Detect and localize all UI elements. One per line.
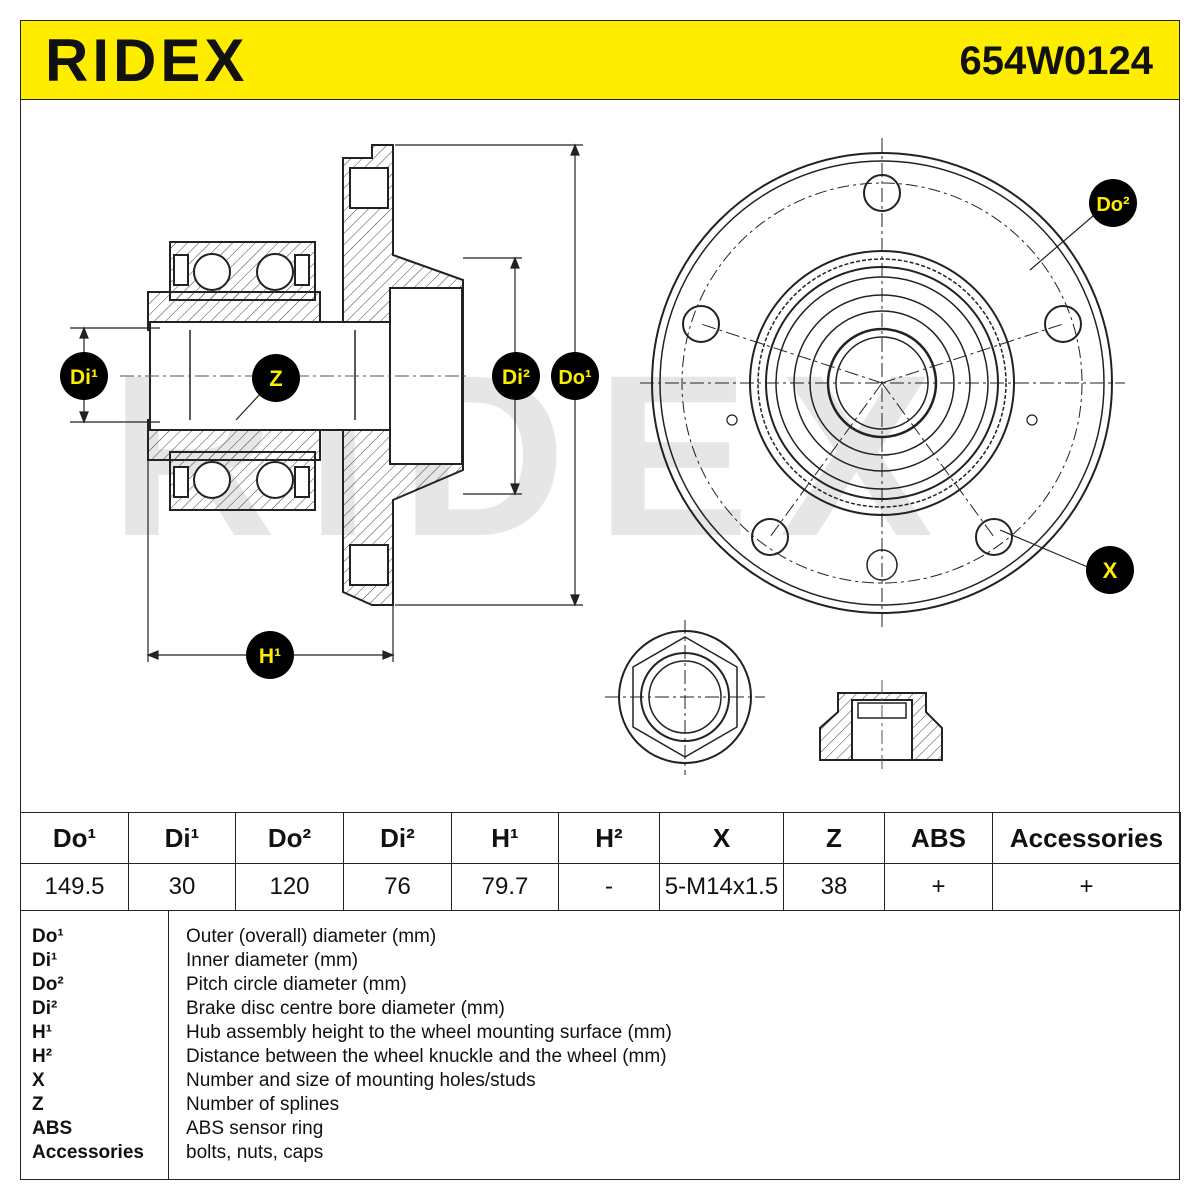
svg-text:Di¹: Di¹ [70, 366, 98, 389]
legend-key: Di² [32, 998, 58, 1019]
legend-desc: Inner diameter (mm) [186, 950, 359, 971]
legend-divider [168, 911, 169, 1180]
legend-desc: Brake disc centre bore diameter (mm) [186, 998, 505, 1019]
spec-header: ABS [884, 812, 993, 864]
label-do2: Do² [1089, 179, 1137, 227]
di1-dimension [70, 326, 160, 424]
svg-text:X: X [1103, 558, 1118, 583]
spec-header: H² [558, 812, 660, 864]
spec-header: H¹ [451, 812, 559, 864]
part-number: 654W0124 [959, 39, 1153, 83]
spec-header: Z [783, 812, 885, 864]
legend-desc: Distance between the wheel knuckle and t… [186, 1046, 667, 1067]
legend-row: Accessories bolts, nuts, caps [20, 1141, 1180, 1165]
legend-key: Do² [32, 974, 64, 995]
spec-value: 120 [235, 863, 344, 911]
spec-header: Accessories [992, 812, 1181, 864]
svg-text:Do²: Do² [1096, 194, 1130, 216]
legend-row: Z Number of splines [20, 1093, 1180, 1117]
spec-value: 38 [783, 863, 885, 911]
spec-header: X [659, 812, 784, 864]
nut-front-view [605, 620, 765, 775]
legend-key: ABS [32, 1118, 73, 1139]
spec-value: + [992, 863, 1181, 911]
legend-row: Do² Pitch circle diameter (mm) [20, 973, 1180, 997]
spec-header: Do¹ [20, 812, 129, 864]
spec-header: Di² [343, 812, 452, 864]
legend-desc: Pitch circle diameter (mm) [186, 974, 407, 995]
svg-text:Z: Z [269, 366, 282, 391]
specs-value-row: 149.5 30 120 76 79.7 - 5-M14x1.5 38 + + [20, 863, 1181, 911]
legend-row: H¹ Hub assembly height to the wheel moun… [20, 1021, 1180, 1045]
label-z: Z [252, 354, 300, 402]
spec-value: 76 [343, 863, 452, 911]
header-bar: RIDEX 654W0124 [20, 20, 1180, 100]
legend-panel: Do¹ Outer (overall) diameter (mm) Di¹ In… [20, 910, 1180, 1180]
legend-desc: Outer (overall) diameter (mm) [186, 926, 437, 947]
legend-key: H¹ [32, 1022, 53, 1043]
spec-header: Di¹ [128, 812, 236, 864]
legend-desc: Number of splines [186, 1094, 340, 1115]
legend-desc: bolts, nuts, caps [186, 1142, 324, 1163]
legend-desc: ABS sensor ring [186, 1118, 324, 1139]
spec-value: - [558, 863, 660, 911]
spec-value: 79.7 [451, 863, 559, 911]
label-x: X [1086, 546, 1134, 594]
legend-key: Z [32, 1094, 44, 1115]
label-di2: Di² [492, 352, 540, 400]
legend-key: X [32, 1070, 45, 1091]
spec-value: 30 [128, 863, 236, 911]
technical-drawing: RIDEX [60, 138, 1137, 775]
label-di1: Di¹ [60, 352, 108, 400]
hub-front-view [640, 138, 1125, 628]
legend-row: H² Distance between the wheel knuckle an… [20, 1045, 1180, 1069]
legend-key: H² [32, 1046, 53, 1067]
legend-key: Do¹ [32, 926, 64, 947]
legend-row: Di¹ Inner diameter (mm) [20, 949, 1180, 973]
svg-text:H¹: H¹ [259, 645, 281, 668]
legend-key: Di¹ [32, 950, 58, 971]
spec-value: + [884, 863, 993, 911]
specs-table: Do¹ Di¹ Do² Di² H¹ H² X Z ABS Accessorie… [20, 812, 1181, 911]
specs-header-row: Do¹ Di¹ Do² Di² H¹ H² X Z ABS Accessorie… [20, 812, 1181, 864]
legend-row: Di² Brake disc centre bore diameter (mm) [20, 997, 1180, 1021]
legend-desc: Number and size of mounting holes/studs [186, 1070, 536, 1091]
legend-key: Accessories [32, 1142, 144, 1163]
brand-logo: RIDEX [45, 27, 249, 94]
spec-header: Do² [235, 812, 344, 864]
label-h1: H¹ [246, 631, 294, 679]
label-do1: Do¹ [551, 352, 599, 400]
svg-text:Di²: Di² [502, 366, 530, 389]
nut-section-view [819, 680, 943, 770]
legend-row: X Number and size of mounting holes/stud… [20, 1069, 1180, 1093]
legend-row: ABS ABS sensor ring [20, 1117, 1180, 1141]
legend-row: Do¹ Outer (overall) diameter (mm) [20, 925, 1180, 949]
spec-value: 149.5 [20, 863, 129, 911]
spec-value: 5-M14x1.5 [659, 863, 784, 911]
svg-text:Do¹: Do¹ [558, 367, 592, 389]
legend-desc: Hub assembly height to the wheel mountin… [186, 1022, 672, 1043]
